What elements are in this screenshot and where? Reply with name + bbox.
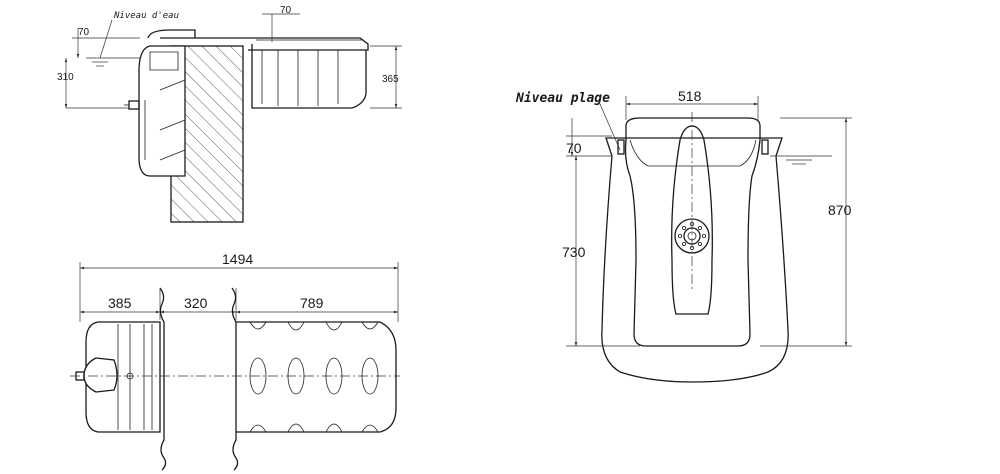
dim-side-365: 365 [382, 74, 399, 85]
dim-plan-total: 1494 [222, 251, 253, 267]
dim-front-518: 518 [678, 88, 702, 104]
dim-front-730: 730 [562, 244, 586, 260]
plan-view: 1494 385 320 789 [70, 251, 400, 471]
dim-side-left-70: 70 [78, 27, 90, 38]
dim-front-70: 70 [566, 140, 582, 156]
label-water-level: Niveau d'eau [113, 11, 179, 21]
ramp-cutouts [249, 321, 379, 433]
dim-plan-320: 320 [184, 295, 208, 311]
dim-side-top-70: 70 [280, 5, 292, 16]
side-section-view: 70 Niveau d'eau 70 310 365 [57, 5, 402, 223]
ramp-plan [236, 321, 397, 433]
front-flap [624, 117, 761, 347]
dim-plan-385: 385 [108, 295, 132, 311]
label-beach-level: Niveau plage [515, 91, 610, 106]
front-view: Niveau plage 518 [515, 88, 852, 383]
skimmer-body-plan [85, 321, 161, 433]
dim-plan-789: 789 [300, 295, 324, 311]
dim-front-870: 870 [828, 202, 852, 218]
front-spine [671, 125, 713, 315]
skimmer-body-side [138, 45, 186, 177]
dim-side-310: 310 [57, 72, 74, 83]
skimmer-lid-plan [83, 357, 118, 393]
front-body-outer [601, 137, 789, 383]
weir-box-side [251, 44, 367, 109]
